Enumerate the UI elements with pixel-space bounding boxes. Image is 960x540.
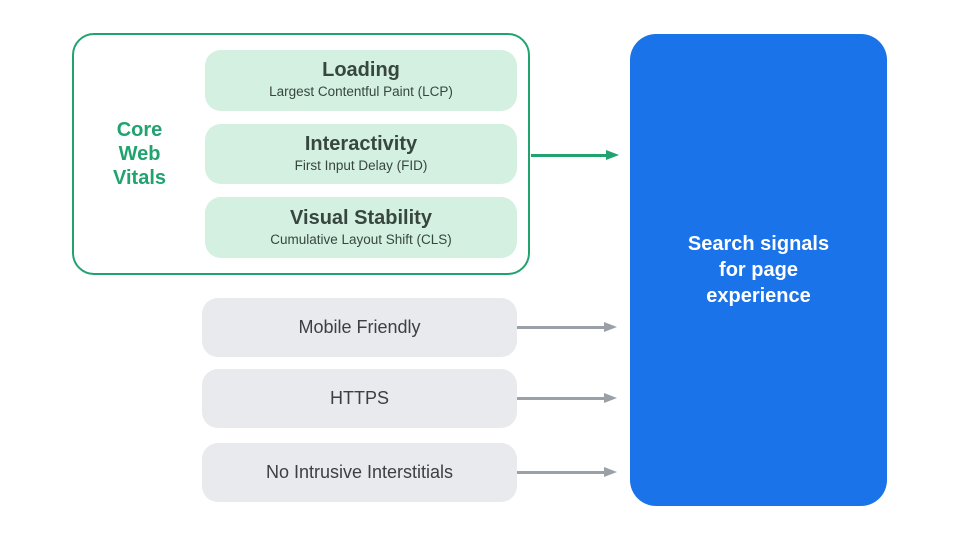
pill-no-intrusive-interstitials-label: No Intrusive Interstitials [265, 462, 454, 482]
pill-https: HTTPS [202, 369, 517, 428]
pill-mobile-friendly-label: Mobile Friendly [298, 317, 421, 337]
pill-visual-stability-title: Visual Stability [290, 206, 432, 229]
pill-https-label: HTTPS [329, 388, 389, 408]
search-signals-label: Search signals for page experience [687, 233, 830, 307]
core-web-vitals-label: Core Web Vitals [74, 35, 205, 273]
core-web-vitals-label-text: Core Web Vitals [113, 119, 166, 189]
core-web-vitals-arrow [531, 154, 606, 157]
core-web-vitals-group: Core Web Vitals Loading Largest Contentf… [72, 33, 530, 275]
no-intrusive-interstitials-arrow [517, 471, 604, 474]
pill-visual-stability-subtitle: Cumulative Layout Shift (CLS) [270, 231, 452, 247]
pill-loading-subtitle: Largest Contentful Paint (LCP) [269, 84, 453, 100]
pill-visual-stability: Visual Stability Cumulative Layout Shift… [205, 197, 517, 259]
pill-mobile-friendly: Mobile Friendly [202, 298, 517, 357]
pill-loading-title: Loading [322, 59, 400, 82]
pill-no-intrusive-interstitials: No Intrusive Interstitials [202, 443, 517, 502]
search-signals-box: Search signals for page experience [630, 34, 887, 506]
pill-interactivity-title: Interactivity [304, 133, 418, 155]
core-web-vitals-pill-list: Loading Largest Contentful Paint (LCP) I… [205, 35, 528, 273]
mobile-friendly-arrow [517, 326, 604, 329]
pill-loading: Loading Largest Contentful Paint (LCP) [205, 50, 517, 111]
pill-interactivity: Interactivity First Input Delay (FID) [205, 123, 517, 185]
https-arrow [517, 397, 604, 400]
pill-interactivity-subtitle: First Input Delay (FID) [294, 158, 428, 173]
